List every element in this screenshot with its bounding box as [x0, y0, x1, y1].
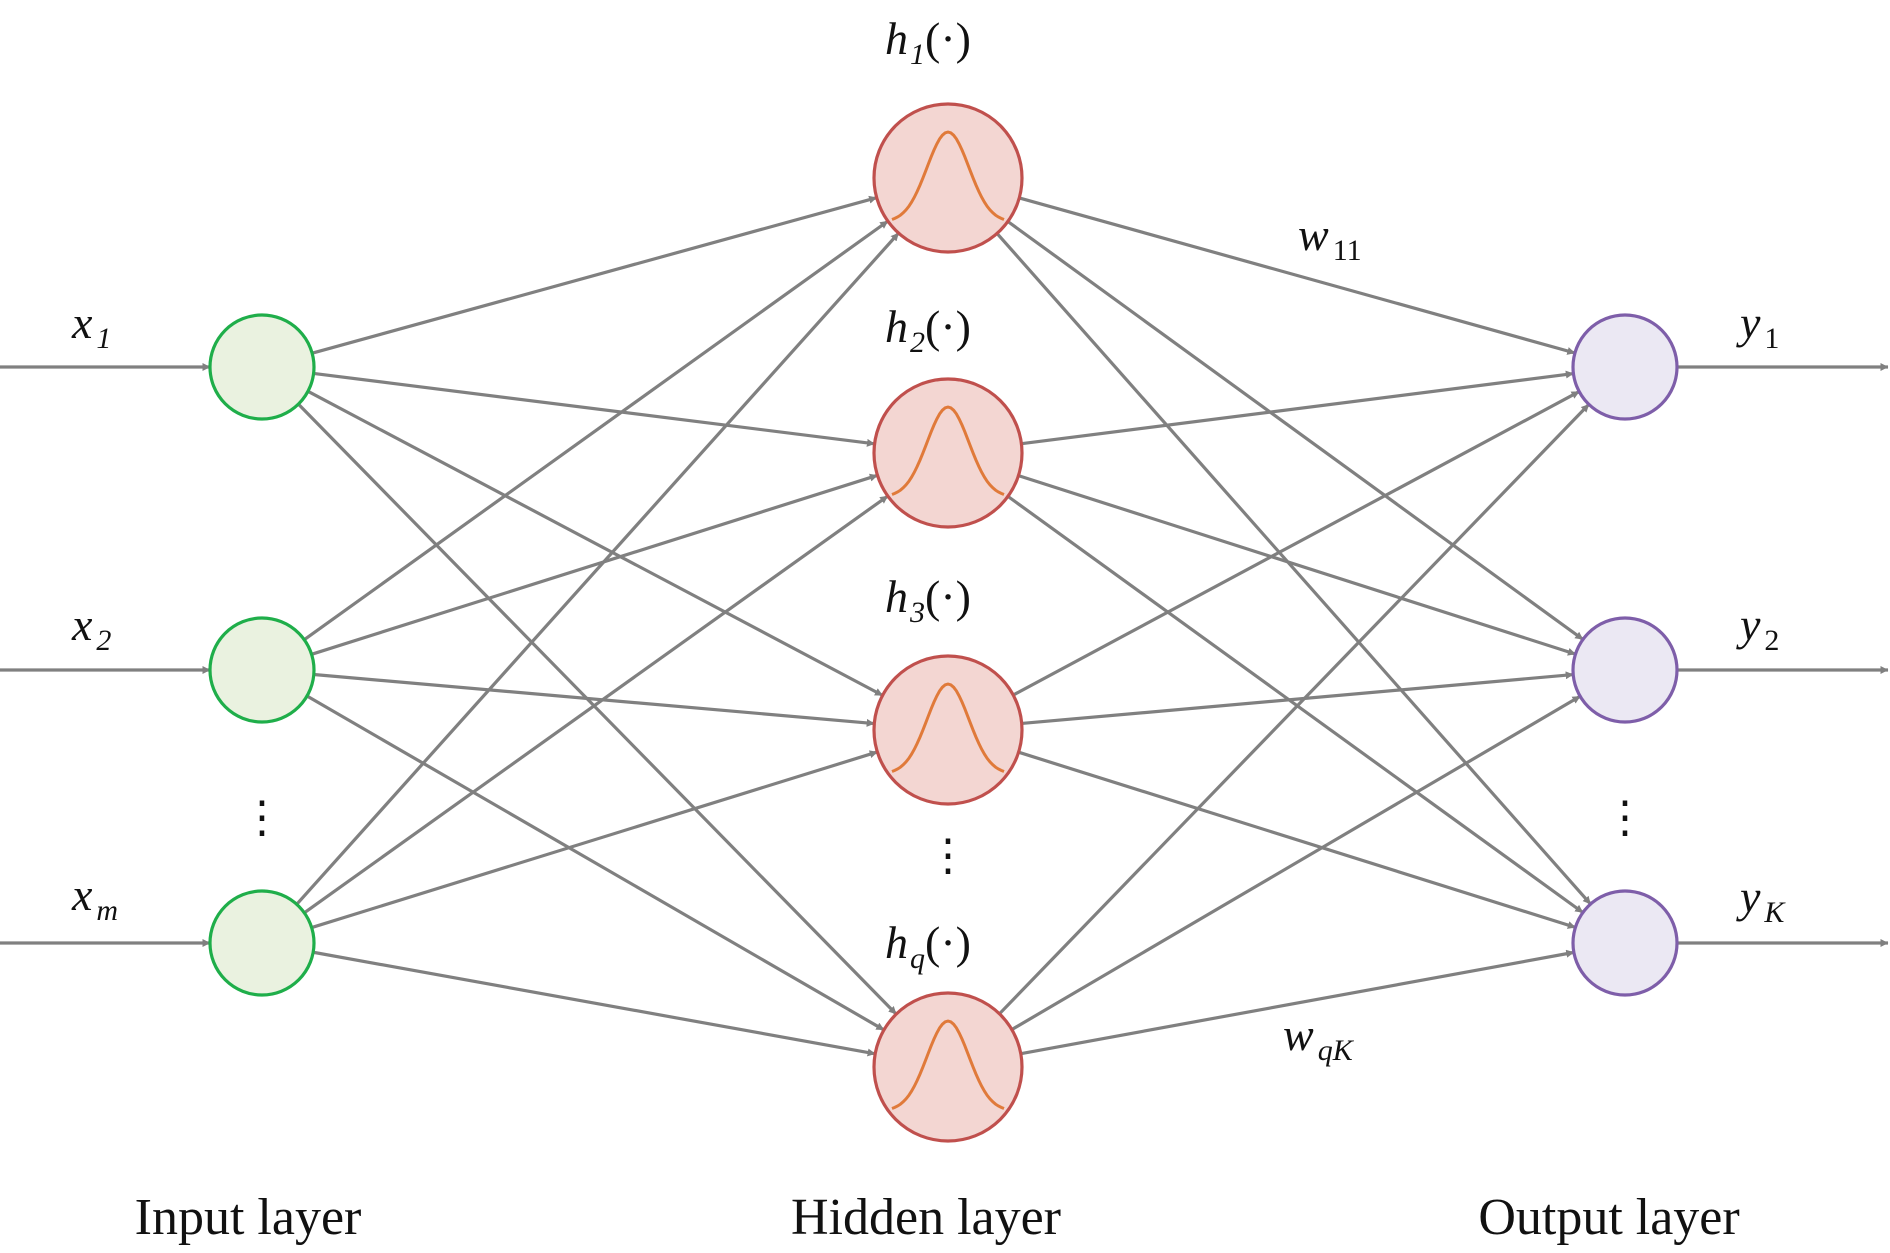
hidden-label-q: hq(·): [885, 917, 971, 975]
input-node-2: [208, 616, 316, 724]
edge-hidden4-output3: [1020, 949, 1575, 1056]
edge-hidden2-output2: [1017, 474, 1576, 656]
activation-curve-icon: [891, 130, 1005, 221]
edge-hidden1-output3: [995, 232, 1592, 906]
edge-input3-hidden4: [312, 950, 876, 1057]
output-ellipsis: ⋮: [1603, 793, 1647, 842]
hidden-label-1: h1(·): [885, 13, 971, 71]
connection-edges: [0, 195, 1889, 1057]
edge-input2-hidden3: [313, 672, 875, 727]
hidden-node-3: [872, 654, 1024, 806]
edge-hidden3-output2: [1021, 671, 1574, 726]
edge-input1-hidden2: [313, 371, 875, 447]
input-ellipsis: ⋮: [240, 793, 284, 842]
network-nodes: [208, 102, 1679, 1143]
edge-hidden1-output2: [1006, 220, 1584, 641]
edge-input1-hidden4: [297, 403, 898, 1016]
hidden-node-1: [872, 102, 1024, 254]
input-layer-caption: Input layer: [135, 1189, 362, 1246]
hidden-node-2: [872, 377, 1024, 529]
edge-input3-hidden3: [311, 750, 878, 930]
input-node-3: [208, 889, 316, 997]
edge-input2-hidden1: [303, 219, 889, 641]
hidden-label-2: h2(·): [885, 301, 971, 359]
activation-curve-icon: [891, 682, 1005, 773]
output-node-3: [1571, 889, 1679, 997]
edge-hidden2-output1: [1021, 370, 1574, 446]
edge-hidden4-output1: [998, 403, 1590, 1015]
activation-curve-icon: [891, 405, 1005, 496]
hidden-ellipsis: ⋮: [926, 831, 970, 880]
activation-curve-icon: [891, 1019, 1005, 1110]
output-layer-caption: Output layer: [1478, 1189, 1739, 1246]
output-node-2: [1571, 616, 1679, 724]
hidden-node-4: [872, 991, 1024, 1143]
hidden-layer-caption: Hidden layer: [791, 1189, 1061, 1246]
edge-hidden1-output1: [1018, 196, 1576, 355]
edge-input1-hidden1: [311, 195, 878, 355]
edge-input3-hidden1: [295, 232, 900, 906]
output-node-1: [1571, 313, 1679, 421]
edge-hidden3-output3: [1018, 750, 1576, 929]
edge-hidden4-output2: [1011, 694, 1581, 1031]
edge-input1-hidden3: [307, 389, 884, 697]
edge-hidden3-output1: [1012, 390, 1580, 697]
input-node-1: [208, 313, 316, 421]
edge-input2-hidden4: [306, 694, 885, 1032]
hidden-label-3: h3(·): [885, 571, 971, 629]
edge-hidden2-output3: [1007, 495, 1584, 914]
edge-input2-hidden2: [311, 473, 878, 656]
edge-input3-hidden2: [303, 494, 889, 915]
